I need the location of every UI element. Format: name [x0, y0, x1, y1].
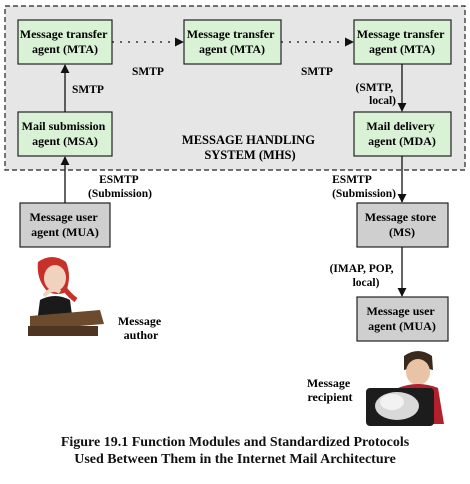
svg-text:Message transfer agent (: Message transfer agent (MTA)	[357, 27, 447, 56]
label-esmtp-submission-right: ESMTP (Submission)	[332, 174, 396, 200]
mta-box-1: Message transfer agent (MTA)	[17, 19, 113, 65]
msa-box: Mail submission agent (MSA)	[17, 111, 113, 157]
label-imap-pop-local: (IMAP, POP, local)	[330, 263, 397, 289]
label-smtp-mta2-mta3: SMTP	[301, 66, 333, 78]
svg-text:Mail submission agent (M: Mail submission agent (MSA)	[22, 119, 109, 148]
label-smtp-mta1-mta2: SMTP	[132, 66, 164, 78]
label-esmtp-submission-left: ESMTP (Submission)	[88, 174, 152, 200]
mhs-label: MESSAGE HANDLING SYSTEM (MHS)	[182, 133, 318, 162]
author-label: Message author	[118, 314, 164, 342]
label-smtp-msa-mta: SMTP	[72, 84, 104, 96]
mda-box: Mail delivery agent (MDA)	[353, 111, 452, 157]
mta-box-2: Message transfer agent (MTA)	[183, 19, 282, 65]
mua-author-box: Message user agent (MUA)	[19, 202, 111, 248]
mta-box-3: Message transfer agent (MTA)	[353, 19, 452, 65]
recipient-label: Message recipient	[307, 376, 353, 404]
svg-text:Message store (MS): Message store (MS)	[365, 210, 439, 239]
svg-text:Message transfer agent (: Message transfer agent (MTA)	[187, 27, 277, 56]
mua-recipient-box: Message user agent (MUA)	[356, 296, 449, 342]
figure-caption: Figure 19.1 Function Modules and Standar…	[0, 434, 470, 468]
svg-text:Message user agent (MUA): Message user agent (MUA)	[29, 210, 100, 239]
caption-line-2: Used Between Them in the Internet Mail A…	[74, 452, 396, 467]
svg-text:Message user agent (MUA): Message user agent (MUA)	[366, 304, 437, 333]
svg-text:Mail delivery agent (MDA: Mail delivery agent (MDA)	[366, 119, 437, 148]
author-illustration	[28, 257, 104, 336]
ms-box: Message store (MS)	[356, 202, 449, 248]
recipient-illustration	[366, 351, 444, 426]
label-smtp-local: (SMTP, local)	[356, 82, 397, 107]
svg-text:Message transfer agent (: Message transfer agent (MTA)	[20, 27, 110, 56]
caption-line-1: Figure 19.1 Function Modules and Standar…	[60, 435, 410, 450]
